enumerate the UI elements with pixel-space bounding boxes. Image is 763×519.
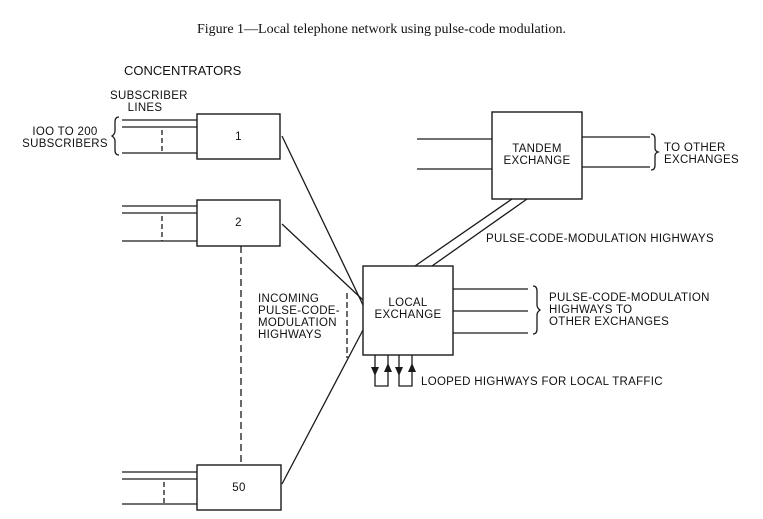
pcm-highway-50	[281, 329, 364, 485]
tandem-exchange-label: TANDEM EXCHANGE	[503, 143, 571, 167]
tandem-lines	[417, 136, 650, 170]
concentrator-1-label: 1	[235, 131, 242, 143]
pcm-highway-a	[414, 198, 513, 267]
local-exchange-box	[362, 265, 454, 356]
concentrators-heading: CONCENTRATORS	[124, 63, 242, 78]
concentrator-2-label: 2	[235, 217, 242, 229]
figure-caption: Figure 1—Local telephone network using p…	[197, 22, 566, 37]
pcm-highway-b	[431, 198, 528, 267]
local-outgoing-lines	[453, 288, 528, 334]
pcm-highways-label: PULSE-CODE-MODULATION HIGHWAYS	[486, 233, 714, 245]
arrow-up-icon	[384, 363, 392, 372]
pcm-to-other-brace	[532, 285, 542, 335]
subscriber-lines-label: SUBSCRIBER LINES	[110, 90, 188, 114]
pcm-highway-1	[281, 135, 364, 306]
pcm-to-other-label: PULSE-CODE-MODULATION HIGHWAYS TO OTHER …	[549, 292, 710, 328]
subscribers-brace	[110, 116, 120, 156]
to-other-exchanges-label: TO OTHER EXCHANGES	[664, 142, 739, 166]
concentrator-50-lines	[122, 471, 197, 505]
arrow-down-icon	[395, 367, 403, 376]
local-exchange-label: LOCAL EXCHANGE	[374, 297, 442, 321]
arrow-up-icon	[408, 363, 416, 372]
looped-highways	[371, 355, 416, 387]
subscribers-range-label: IOO TO 200 SUBSCRIBERS	[22, 126, 108, 150]
concentrator-1-box	[196, 113, 281, 160]
concentrator-50-box	[196, 464, 282, 511]
concentrator-50-label: 50	[232, 482, 246, 494]
incoming-pcm-label: INCOMING PULSE-CODE- MODULATION HIGHWAYS	[258, 293, 340, 341]
tandem-exchange-box	[491, 111, 583, 200]
looped-highways-label: LOOPED HIGHWAYS FOR LOCAL TRAFFIC	[421, 376, 663, 388]
pcm-highway-2	[281, 223, 364, 301]
arrow-down-icon	[371, 367, 379, 376]
concentrator-1-lines	[122, 119, 197, 154]
concentrator-2-box	[196, 199, 281, 247]
concentrator-2-lines	[122, 205, 197, 242]
to-other-brace	[650, 133, 661, 171]
